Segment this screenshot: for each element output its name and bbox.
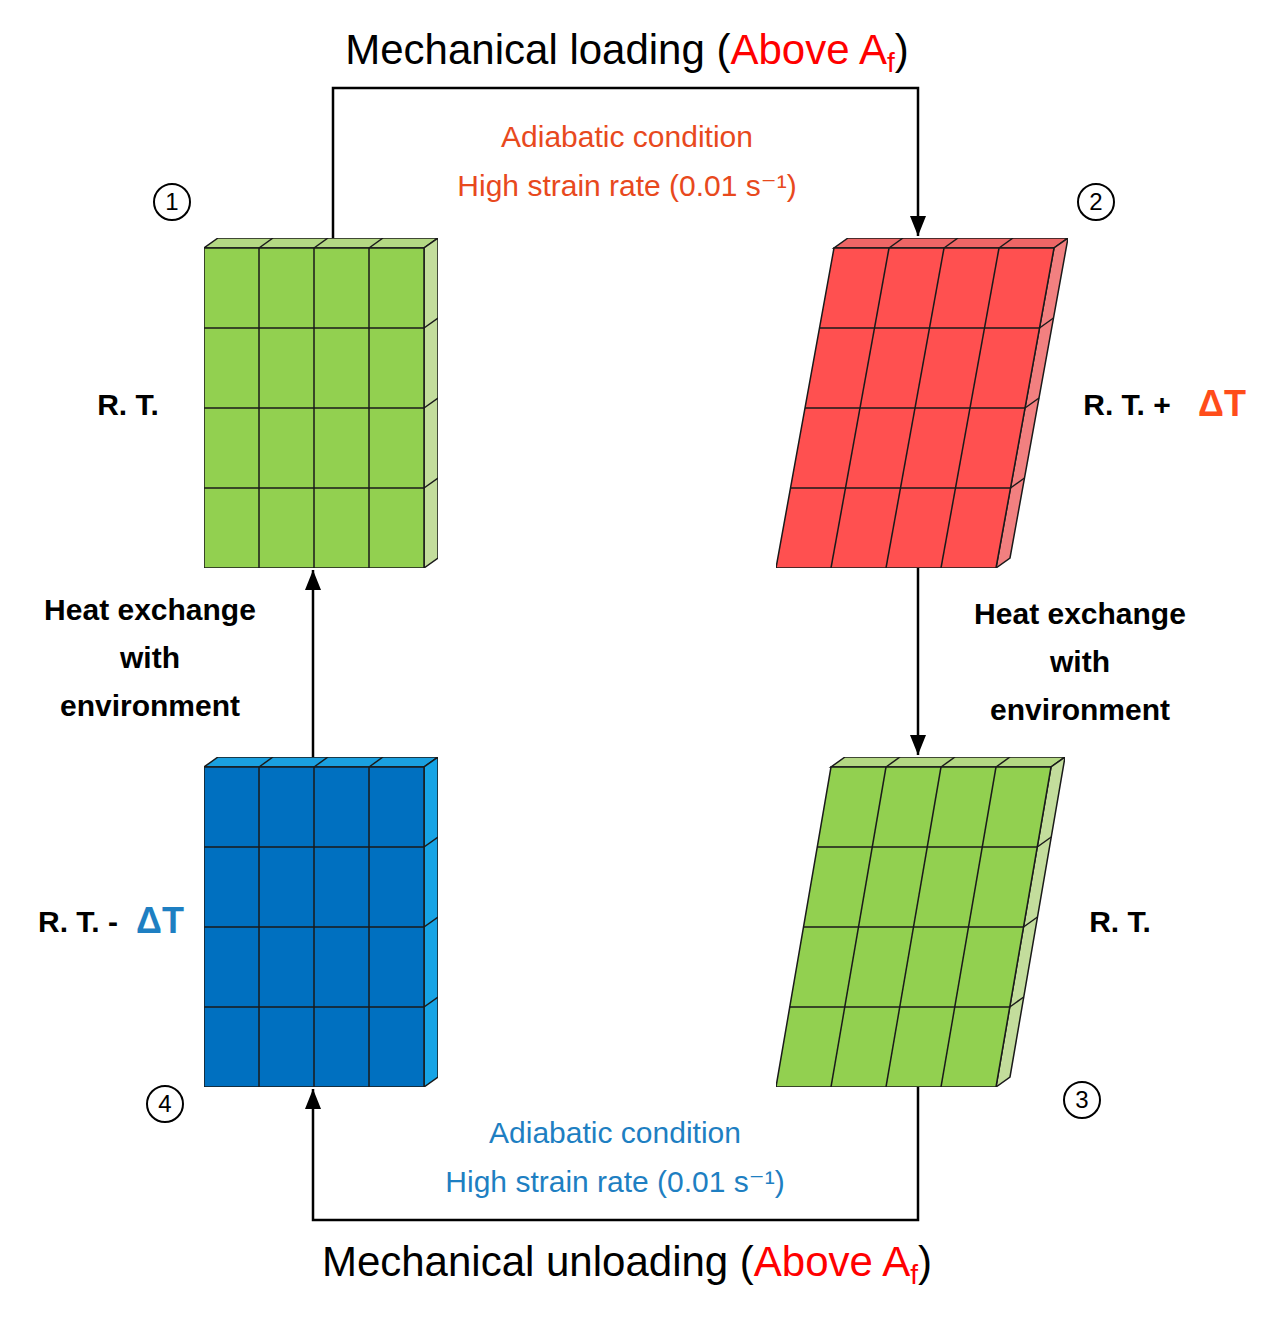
lattice-block: [776, 238, 1068, 568]
grid-line: [1011, 478, 1025, 488]
grid-line: [999, 238, 1013, 248]
temperature-label: R. T.: [97, 388, 159, 422]
lattice-state: 3R. T.: [776, 757, 1065, 1087]
lattice-block: [204, 238, 438, 568]
title-text: ): [918, 1238, 932, 1286]
block-face: [204, 767, 424, 1087]
temperature-label: ΔT: [136, 900, 184, 942]
grid-line: [424, 478, 438, 488]
title-text: Mechanical unloading (: [322, 1238, 754, 1286]
grid-line: [314, 238, 328, 248]
lattice-state: 2R. T. +ΔT: [776, 238, 1068, 568]
grid-line: [368, 248, 370, 568]
grid-line: [996, 757, 1010, 767]
flow-arrow: [313, 1087, 918, 1220]
title-text: Above A: [730, 26, 886, 74]
grid-line: [1037, 837, 1051, 847]
grid-line: [944, 238, 958, 248]
grid-line: [1024, 917, 1038, 927]
grid-line: [424, 398, 438, 408]
grid-line: [424, 917, 438, 927]
condition-note: High strain rate (0.01 s⁻¹): [457, 168, 796, 203]
grid-line: [941, 767, 996, 1087]
temperature-label: ΔT: [1198, 383, 1246, 425]
edge-label: Adiabatic condition: [489, 1116, 741, 1150]
grid-line: [889, 238, 903, 248]
block-face: [204, 757, 438, 767]
flow-arrow: [312, 570, 315, 757]
callout-number: 1: [153, 183, 191, 221]
process-title: Mechanical unloading (Above Af): [322, 1238, 932, 1286]
grid-line: [259, 757, 273, 767]
block-face: [776, 767, 1051, 1087]
grid-line: [941, 248, 999, 568]
block-face: [831, 757, 1065, 767]
block-face: [204, 248, 424, 568]
grid-line: [941, 757, 955, 767]
grid-line: [1010, 997, 1024, 1007]
grid-line: [424, 318, 438, 328]
lattice-state: 1R. T.: [204, 238, 438, 568]
flow-arrow: [333, 88, 918, 238]
grid-line: [804, 926, 1024, 928]
lattice-state: 4R. T. -ΔT: [204, 757, 438, 1087]
grid-line: [368, 767, 370, 1087]
block-face: [424, 757, 438, 1087]
title-text: Mechanical loading (: [345, 26, 730, 74]
grid-line: [424, 997, 438, 1007]
temperature-label: R. T. +: [1083, 388, 1171, 422]
title-text: ): [895, 26, 909, 74]
grid-line: [204, 327, 424, 329]
grid-line: [204, 926, 424, 928]
condition-note: High strain rate (0.01 s⁻¹): [445, 1164, 784, 1199]
temperature-label: R. T. -: [38, 905, 118, 939]
flow-arrow: [917, 568, 920, 755]
callout-number: 2: [1077, 183, 1115, 221]
grid-line: [204, 407, 424, 409]
grid-line: [1025, 398, 1039, 408]
edge-label: Adiabatic condition: [501, 120, 753, 154]
block-face: [424, 238, 438, 568]
grid-line: [259, 238, 273, 248]
lattice-block: [204, 757, 438, 1087]
callout-number: 4: [146, 1085, 184, 1123]
grid-line: [424, 837, 438, 847]
title-text: f: [887, 47, 895, 79]
block-face: [834, 238, 1068, 248]
grid-line: [886, 757, 900, 767]
block-face: [776, 248, 1054, 568]
grid-line: [314, 757, 328, 767]
temperature-label: R. T.: [1089, 905, 1151, 939]
grid-line: [369, 238, 383, 248]
edge-label: Heat exchange with environment: [36, 586, 264, 730]
grid-line: [1040, 318, 1054, 328]
lattice-block: [776, 757, 1065, 1087]
edge-label: Heat exchange with environment: [966, 590, 1194, 734]
block-face: [204, 238, 438, 248]
title-text: f: [910, 1259, 918, 1291]
grid-line: [204, 846, 424, 848]
grid-line: [817, 846, 1037, 848]
process-title: Mechanical loading (Above Af): [345, 26, 908, 74]
title-text: Above A: [754, 1238, 910, 1286]
callout-number: 3: [1063, 1081, 1101, 1119]
grid-line: [820, 327, 1040, 329]
grid-line: [805, 407, 1025, 409]
grid-line: [369, 757, 383, 767]
